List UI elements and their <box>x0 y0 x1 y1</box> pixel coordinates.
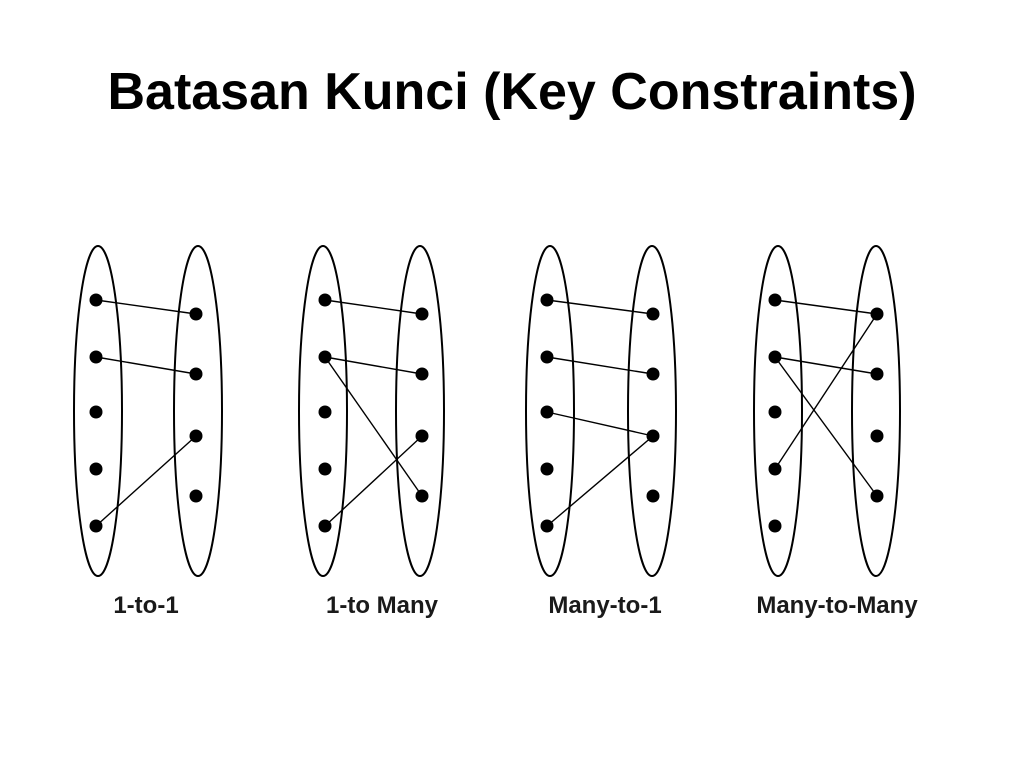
caption-many-to-many: Many-to-Many <box>756 592 918 619</box>
many-to-one-link <box>546 299 654 315</box>
many-to-many-left-point <box>768 350 782 364</box>
many-to-one-right-point <box>646 367 660 381</box>
many-to-many-link <box>774 313 878 470</box>
one-to-one-link <box>95 299 197 315</box>
one-to-one-left-point <box>89 405 103 419</box>
one-to-many-left-set <box>298 245 348 577</box>
one-to-many-right-point <box>415 489 429 503</box>
many-to-many-left-point <box>768 405 782 419</box>
one-to-one-left-set <box>73 245 123 577</box>
slide-title: Batasan Kunci (Key Constraints) <box>107 63 917 121</box>
one-to-one-link <box>95 435 197 527</box>
one-to-many-right-set <box>395 245 445 577</box>
one-to-many-left-point <box>318 462 332 476</box>
many-to-one-left-set <box>525 245 575 577</box>
one-to-one-right-point <box>189 307 203 321</box>
many-to-one-left-point <box>540 462 554 476</box>
one-to-many-left-point <box>318 405 332 419</box>
many-to-one-link <box>546 435 654 527</box>
many-to-one-left-point <box>540 350 554 364</box>
many-to-many-right-set <box>851 245 901 577</box>
one-to-many-link <box>324 356 423 375</box>
many-to-many-link <box>774 356 878 497</box>
one-to-many-left-point <box>318 350 332 364</box>
many-to-many-right-point <box>870 429 884 443</box>
many-to-many-left-set <box>753 245 803 577</box>
one-to-many-link <box>324 299 423 315</box>
many-to-many-link <box>774 356 878 375</box>
one-to-many-left-point <box>318 519 332 533</box>
one-to-many-right-point <box>415 307 429 321</box>
one-to-one-left-point <box>89 350 103 364</box>
many-to-many-right-point <box>870 489 884 503</box>
one-to-many-right-point <box>415 429 429 443</box>
one-to-one-left-point <box>89 293 103 307</box>
one-to-one-right-set <box>173 245 223 577</box>
many-to-one-right-point <box>646 429 660 443</box>
many-to-many-left-point <box>768 462 782 476</box>
many-to-one-link <box>546 411 654 437</box>
one-to-many-left-point <box>318 293 332 307</box>
many-to-many-left-point <box>768 293 782 307</box>
many-to-many-left-point <box>768 519 782 533</box>
many-to-one-left-point <box>540 293 554 307</box>
one-to-one-right-point <box>189 489 203 503</box>
many-to-one-link <box>546 356 654 375</box>
caption-1-to-many: 1-to Many <box>325 592 438 619</box>
one-to-many-right-point <box>415 367 429 381</box>
many-to-one-right-set <box>627 245 677 577</box>
many-to-one-left-point <box>540 519 554 533</box>
many-to-many-right-point <box>870 367 884 381</box>
one-to-one-link <box>95 356 197 375</box>
caption-many-to-1: Many-to-1 <box>548 592 662 619</box>
one-to-one-left-point <box>89 519 103 533</box>
one-to-one-right-point <box>189 367 203 381</box>
many-to-one-right-point <box>646 307 660 321</box>
many-to-one-right-point <box>646 489 660 503</box>
one-to-many-link <box>324 356 423 497</box>
one-to-one-left-point <box>89 462 103 476</box>
many-to-many-link <box>774 299 878 315</box>
many-to-one-left-point <box>540 405 554 419</box>
many-to-many-right-point <box>870 307 884 321</box>
one-to-one-right-point <box>189 429 203 443</box>
caption-1-to-1: 1-to-1 <box>113 592 179 619</box>
one-to-many-link <box>324 435 423 527</box>
